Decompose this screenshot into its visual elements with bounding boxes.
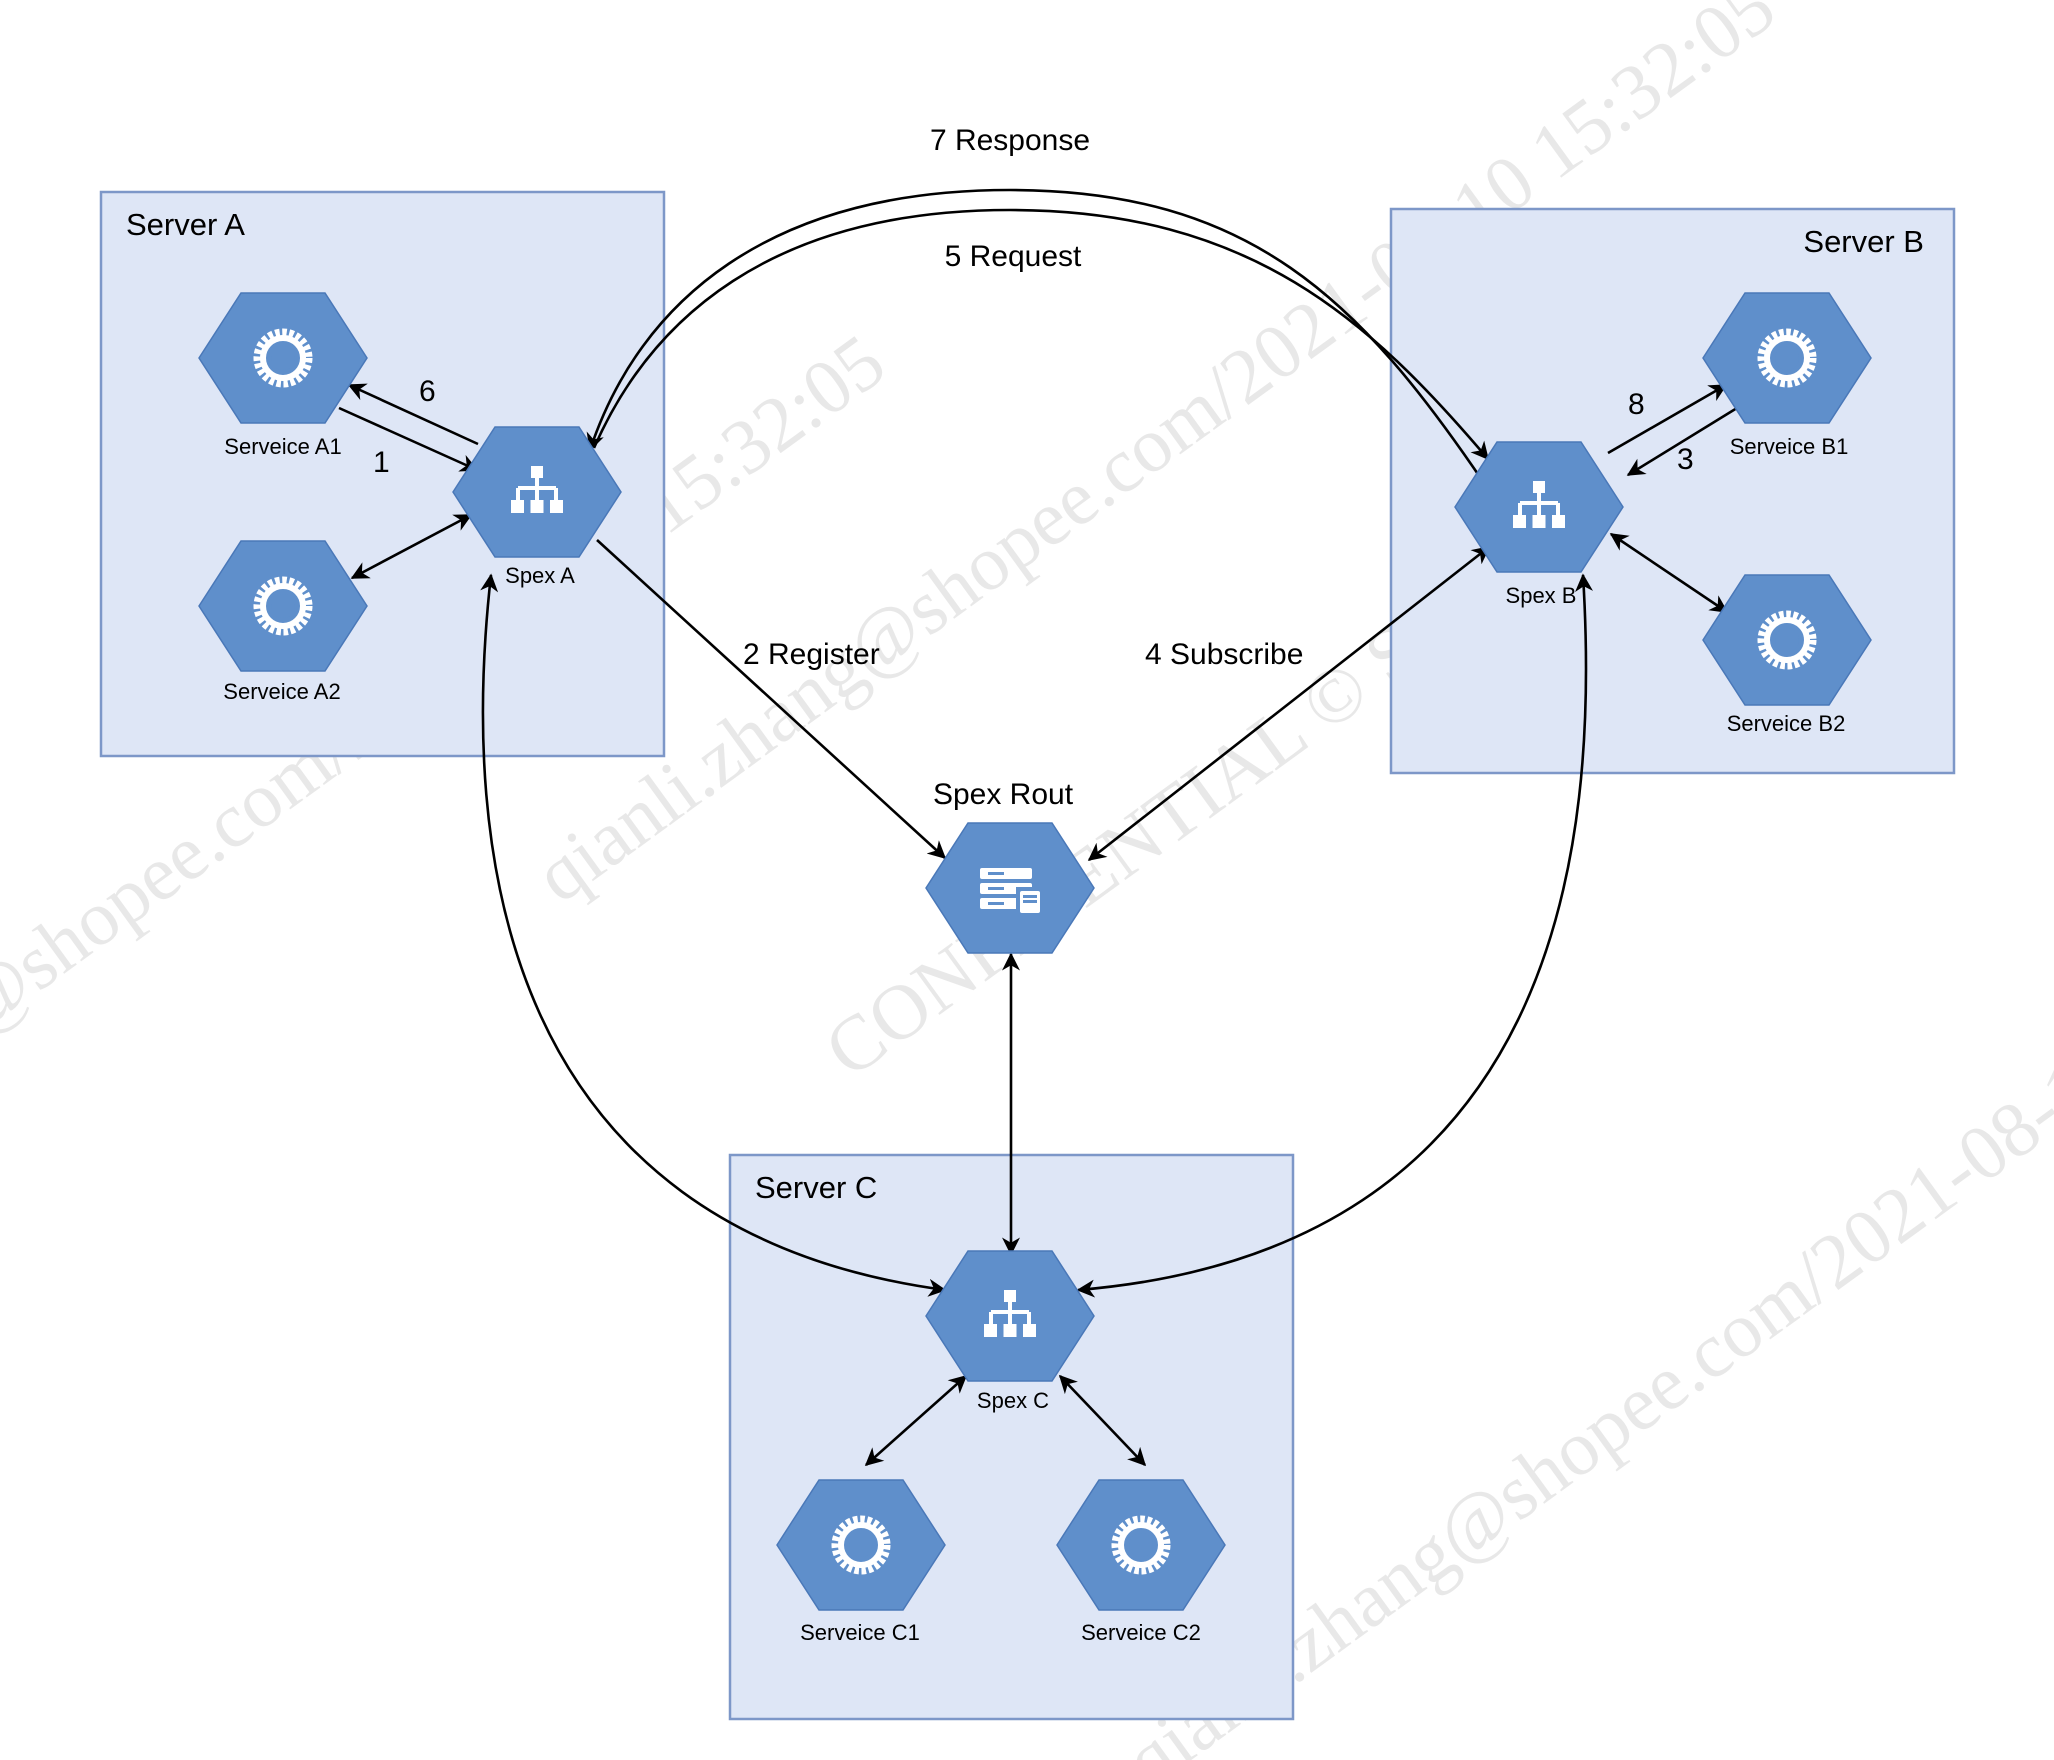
edge-spex-c-to-c2 bbox=[1058, 1374, 1147, 1467]
edges bbox=[338, 188, 1738, 1467]
edge-spex-a-to-spex-c bbox=[480, 573, 947, 1297]
node-label-spex-rout: Spex Rout bbox=[933, 778, 1074, 811]
edge-label-register: 2 Register bbox=[743, 638, 880, 671]
node-label-service-b2: Serveice B2 bbox=[1727, 711, 1846, 736]
edge-spex-a-to-a1 bbox=[347, 383, 479, 446]
node-label-spex-c: Spex C bbox=[977, 1388, 1049, 1413]
edge-label-3: 3 bbox=[1677, 443, 1694, 476]
node-label-spex-a: Spex A bbox=[505, 563, 575, 588]
edge-label-response: 7 Response bbox=[930, 124, 1090, 157]
edge-spex-b-to-b2 bbox=[1609, 532, 1729, 614]
node-label-spex-b: Spex B bbox=[1506, 583, 1577, 608]
node-label-service-c1: Serveice C1 bbox=[800, 1620, 920, 1645]
server-c-label: Server C bbox=[755, 1170, 877, 1205]
edge-b1-to-spex-b bbox=[1626, 406, 1738, 477]
edge-label-6: 6 bbox=[419, 375, 436, 408]
edge-label-request: 5 Request bbox=[945, 240, 1082, 273]
server-b-label: Server B bbox=[1803, 224, 1924, 259]
edge-labels: 7 Response 5 Request 2 Register 4 Subscr… bbox=[373, 124, 1694, 671]
node-label-service-b1: Serveice B1 bbox=[1730, 434, 1849, 459]
edge-spex-b-to-b1 bbox=[1607, 383, 1728, 455]
edge-label-1: 1 bbox=[373, 446, 390, 479]
node-label-service-c2: Serveice C2 bbox=[1081, 1620, 1201, 1645]
edge-spex-b-to-spex-c bbox=[1076, 573, 1593, 1298]
node-label-service-a1: Serveice A1 bbox=[224, 434, 341, 459]
edge-a1-to-spex-a bbox=[338, 406, 479, 472]
server-a-label: Server A bbox=[126, 207, 245, 242]
edge-label-8: 8 bbox=[1628, 388, 1645, 421]
node-label-service-a2: Serveice A2 bbox=[223, 679, 340, 704]
edge-spex-a-to-a2 bbox=[350, 513, 473, 580]
edge-label-subscribe: 4 Subscribe bbox=[1145, 638, 1303, 671]
edge-request bbox=[592, 208, 1489, 461]
edge-spex-c-to-c1 bbox=[864, 1375, 968, 1466]
